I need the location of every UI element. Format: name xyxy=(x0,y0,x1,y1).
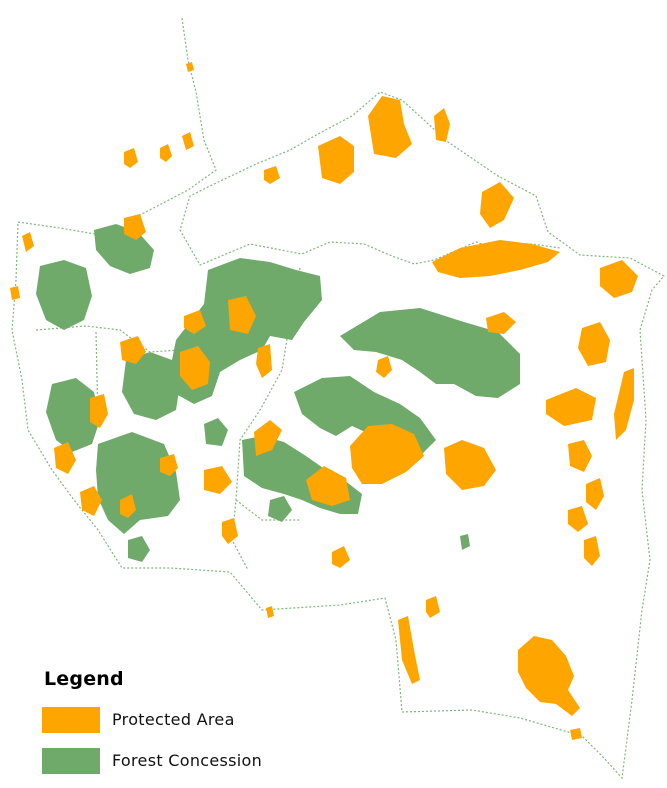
protected-area-mid-1 xyxy=(350,424,424,484)
protected-area-far-west-1 xyxy=(22,232,34,252)
legend-title: Legend xyxy=(44,668,124,690)
protected-area-east-5 xyxy=(586,478,604,510)
protected-area-east-3 xyxy=(546,388,596,426)
protected-area-east-2 xyxy=(578,322,610,366)
protected-area-north-small xyxy=(264,166,280,184)
protected-area-northeast-blob xyxy=(480,182,514,228)
legend-swatch-forest-concession xyxy=(42,747,100,774)
protected-area-south-2 xyxy=(426,596,440,618)
concession-area-west xyxy=(36,260,92,330)
concession-patch-e xyxy=(270,296,296,326)
concession-area-central-west xyxy=(122,352,180,420)
protected-area-central-7 xyxy=(222,518,238,544)
protected-area-top-dot xyxy=(186,62,194,72)
protected-area-mid-2 xyxy=(306,466,350,506)
protected-areas xyxy=(10,62,638,740)
protected-area-southeast-dot xyxy=(570,728,582,740)
region-boundary-inner xyxy=(35,267,301,571)
protected-area-west-4 xyxy=(80,486,102,516)
protected-area-northwest-3 xyxy=(160,144,172,162)
protected-area-north-3 xyxy=(434,108,450,142)
protected-area-central-6 xyxy=(204,466,232,494)
concession-patch-b xyxy=(268,496,292,522)
protected-area-east-7 xyxy=(584,536,600,566)
legend-item-protected-area: Protected Area xyxy=(42,706,342,733)
concession-area-east-cluster xyxy=(340,308,520,398)
legend-item-forest-concession: Forest Concession xyxy=(42,747,342,774)
protected-area-east-6 xyxy=(568,506,588,532)
forest-concessions xyxy=(36,224,520,562)
protected-area-west-1 xyxy=(120,336,146,364)
protected-area-central-4 xyxy=(256,344,272,378)
protected-area-west-2 xyxy=(90,394,108,428)
concession-patch-c xyxy=(128,536,150,562)
protected-area-north-2 xyxy=(318,136,354,184)
concession-patch-a xyxy=(204,418,228,446)
protected-area-central-5 xyxy=(254,420,282,456)
region-boundary xyxy=(11,17,665,780)
protected-area-far-west-2 xyxy=(10,286,20,300)
legend-label-forest-concession: Forest Concession xyxy=(112,751,263,770)
protected-area-east-strip xyxy=(614,368,634,440)
concession-patch-d xyxy=(460,534,470,550)
protected-area-east-4 xyxy=(568,440,592,472)
legend: Legend Protected Area Forest Concession xyxy=(42,668,342,788)
protected-area-mid-4 xyxy=(376,356,392,378)
protected-area-central-1 xyxy=(180,346,210,390)
protected-area-southeast-cluster xyxy=(518,636,580,716)
protected-area-south-strip xyxy=(398,616,420,684)
protected-area-south-1 xyxy=(332,546,350,568)
concession-area-west-lower xyxy=(46,378,100,452)
protected-area-central-3 xyxy=(184,310,206,334)
protected-area-northwest-2 xyxy=(124,148,138,168)
protected-area-south-small xyxy=(266,606,274,618)
protected-area-mid-east xyxy=(444,440,496,490)
protected-area-east-1 xyxy=(600,260,638,298)
protected-area-mid-3 xyxy=(486,312,516,334)
legend-label-protected-area: Protected Area xyxy=(112,710,235,729)
protected-area-northwest-4 xyxy=(182,132,194,150)
protected-area-northwest-1 xyxy=(124,214,146,240)
protected-area-west-3 xyxy=(54,442,76,474)
legend-swatch-protected-area xyxy=(42,706,100,733)
protected-area-west-5 xyxy=(120,494,136,518)
protected-area-west-6 xyxy=(160,454,178,476)
protected-area-north-1 xyxy=(368,96,412,158)
protected-area-northeast-band xyxy=(432,240,560,278)
concession-area-southwest xyxy=(96,432,180,534)
protected-area-central-2 xyxy=(228,296,256,334)
